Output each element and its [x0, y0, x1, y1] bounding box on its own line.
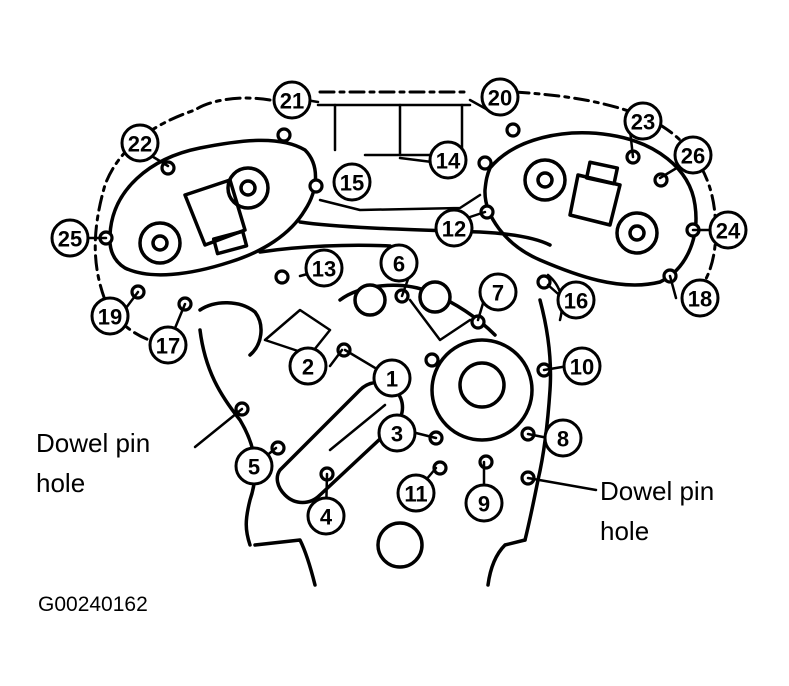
callout-20: 20	[480, 77, 520, 117]
bolt-hole	[424, 352, 440, 368]
dowel-pin-label-left: Dowel pin hole	[36, 428, 150, 498]
bolt-hole	[274, 269, 290, 285]
callout-19: 19	[90, 296, 130, 336]
bolt-hole	[432, 460, 448, 476]
dowel-pin-label-left-line1: Dowel pin	[36, 428, 150, 458]
callout-7: 7	[478, 272, 518, 312]
callout-number: 18	[688, 287, 712, 312]
callout-number: 1	[386, 367, 398, 392]
callout-number: 17	[156, 334, 180, 359]
dowel-pin-label-right-line2: hole	[600, 516, 649, 546]
callout-number: 19	[98, 305, 122, 330]
callout-number: 22	[128, 132, 152, 157]
callout-11: 11	[396, 473, 436, 513]
callout-number: 23	[631, 110, 655, 135]
dowel-pin-label-right-line1: Dowel pin	[600, 476, 714, 506]
bolt-hole	[479, 204, 495, 220]
callout-number: 3	[391, 422, 403, 447]
callout-number: 16	[564, 289, 588, 314]
callout-4: 4	[306, 496, 346, 536]
callout-23: 23	[623, 101, 663, 141]
callout-number: 26	[681, 144, 705, 169]
callout-13: 13	[304, 248, 344, 288]
callout-15: 15	[332, 162, 372, 202]
callout-24: 24	[708, 210, 748, 250]
callout-number: 8	[557, 427, 569, 452]
callout-10: 10	[562, 346, 602, 386]
callout-number: 13	[312, 257, 336, 282]
dowel-pin-label-left-line2: hole	[36, 468, 85, 498]
callout-markers: 1234567891011121314151617181920212223242…	[50, 77, 748, 536]
callout-17: 17	[148, 325, 188, 365]
engine-front-cover-outline	[93, 90, 718, 587]
callout-number: 14	[436, 149, 461, 174]
figure-code: G00240162	[38, 593, 148, 616]
bolt-hole	[477, 155, 493, 171]
callout-number: 25	[58, 227, 82, 252]
callout-12: 12	[434, 208, 474, 248]
callout-2: 2	[288, 346, 328, 386]
callout-1: 1	[372, 358, 412, 398]
callout-number: 2	[302, 355, 314, 380]
callout-number: 9	[478, 492, 490, 517]
callout-number: 11	[404, 482, 427, 507]
crankshaft-sprocket	[353, 280, 534, 569]
callout-26: 26	[673, 135, 713, 175]
callout-number: 5	[248, 455, 260, 480]
callout-21: 21	[272, 80, 312, 120]
dowel-pin-label-right: Dowel pin hole	[600, 476, 714, 546]
callout-number: 21	[280, 89, 304, 114]
bolt-hole	[505, 122, 521, 138]
callout-6: 6	[379, 243, 419, 283]
callout-number: 6	[393, 252, 405, 277]
callout-22: 22	[120, 123, 160, 163]
callout-number: 15	[340, 171, 364, 196]
callout-25: 25	[50, 218, 90, 258]
callout-14: 14	[428, 140, 468, 180]
callout-8: 8	[543, 418, 583, 458]
bolt-hole	[276, 127, 292, 143]
callout-number: 10	[570, 355, 594, 380]
callout-number: 4	[320, 505, 333, 530]
callout-16: 16	[556, 280, 596, 320]
callout-5: 5	[234, 446, 274, 486]
callout-3: 3	[377, 413, 417, 453]
bolt-hole	[308, 178, 324, 194]
callout-number: 12	[442, 217, 466, 242]
callout-18: 18	[680, 278, 720, 318]
callout-number: 20	[488, 86, 512, 111]
callout-9: 9	[464, 483, 504, 523]
camshaft-sprockets	[138, 158, 659, 265]
callout-number: 24	[716, 219, 741, 244]
callout-number: 7	[492, 281, 504, 306]
bolt-hole	[270, 440, 286, 456]
bolt-hole	[478, 454, 494, 470]
